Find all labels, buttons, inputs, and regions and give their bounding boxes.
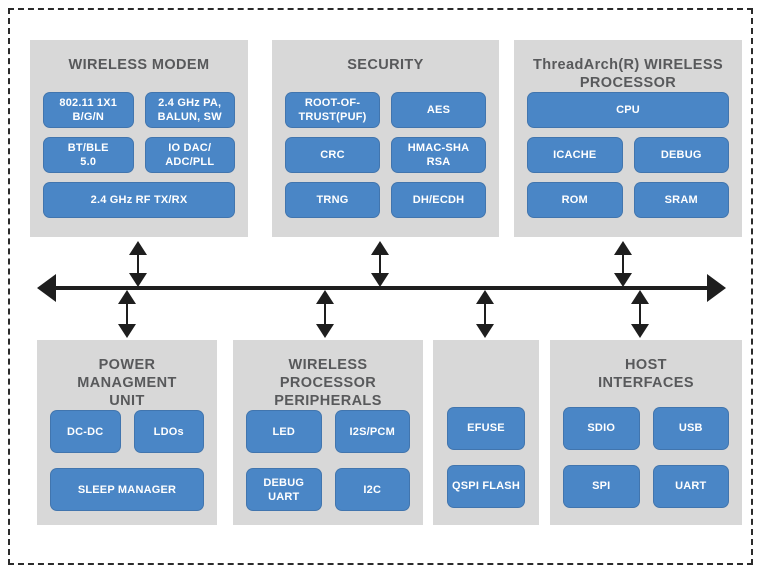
block-sdio: SDIO xyxy=(563,407,640,450)
block-hmac-sha-rsa: HMAC-SHA RSA xyxy=(391,137,486,173)
block-debug-uart: DEBUG UART xyxy=(246,468,322,512)
block-led: LED xyxy=(246,410,322,454)
block-spi: SPI xyxy=(563,465,640,508)
panel-title-security: SECURITY xyxy=(347,57,424,73)
block-crc: CRC xyxy=(285,137,380,173)
panel-title-threadarch: ThreadArch(R) WIRELESS PROCESSOR xyxy=(532,57,724,92)
wireless-peripherals-grid: LED I2S/PCM DEBUG UART I2C xyxy=(246,410,410,512)
panel-memory: EFUSE QSPI FLASH xyxy=(433,340,539,525)
block-sleep-manager: SLEEP MANAGER xyxy=(50,468,204,512)
block-ldos: LDOs xyxy=(133,410,204,454)
panel-security: SECURITY ROOT-OF- TRUST(PUF) AES CRC HMA… xyxy=(272,40,499,237)
memory-grid: EFUSE QSPI FLASH xyxy=(447,407,525,508)
security-grid: ROOT-OF- TRUST(PUF) AES CRC HMAC-SHA RSA… xyxy=(285,92,486,218)
host-interfaces-grid: SDIO USB SPI UART xyxy=(563,407,729,508)
panel-title-wireless-modem: WIRELESS MODEM xyxy=(68,57,210,73)
block-icache: ICACHE xyxy=(527,137,623,174)
block-trng: TRNG xyxy=(285,182,380,218)
block-i2s-pcm: I2S/PCM xyxy=(334,410,410,454)
wireless-modem-grid: 802.11 1X1 B/G/N 2.4 GHz PA, BALUN, SW B… xyxy=(43,92,235,218)
panel-host-interfaces: HOST INTERFACES SDIO USB SPI UART xyxy=(550,340,742,525)
block-2-4ghz-rf-tx-rx: 2.4 GHz RF TX/RX xyxy=(43,182,235,218)
block-io-dac-adc-pll: IO DAC/ ADC/PLL xyxy=(144,137,235,173)
panel-wireless-processor-peripherals: WIRELESS PROCESSOR PERIPHERALS LED I2S/P… xyxy=(233,340,423,525)
block-usb: USB xyxy=(652,407,729,450)
dashed-border xyxy=(8,8,753,565)
block-debug: DEBUG xyxy=(633,137,729,174)
block-root-of-trust-puf: ROOT-OF- TRUST(PUF) xyxy=(285,92,380,128)
block-rom: ROM xyxy=(527,182,623,219)
block-802-11-1x1: 802.11 1X1 B/G/N xyxy=(43,92,134,128)
panel-title-power-management: POWER MANAGMENT UNIT xyxy=(77,357,177,410)
block-uart: UART xyxy=(652,465,729,508)
block-qspi-flash: QSPI FLASH xyxy=(447,465,525,508)
panel-wireless-modem: WIRELESS MODEM 802.11 1X1 B/G/N 2.4 GHz … xyxy=(30,40,248,237)
block-sram: SRAM xyxy=(633,182,729,219)
panel-title-wireless-peripherals: WIRELESS PROCESSOR PERIPHERALS xyxy=(274,357,382,410)
panel-power-management-unit: POWER MANAGMENT UNIT DC-DC LDOs SLEEP MA… xyxy=(37,340,217,525)
block-cpu: CPU xyxy=(527,92,729,129)
block-efuse: EFUSE xyxy=(447,407,525,450)
panel-title-host-interfaces: HOST INTERFACES xyxy=(598,357,694,392)
block-2-4ghz-pa-balun-sw: 2.4 GHz PA, BALUN, SW xyxy=(144,92,235,128)
power-management-grid: DC-DC LDOs SLEEP MANAGER xyxy=(50,410,204,512)
panel-threadarch-wireless-processor: ThreadArch(R) WIRELESS PROCESSOR CPU ICA… xyxy=(514,40,742,237)
block-dh-ecdh: DH/ECDH xyxy=(391,182,486,218)
threadarch-grid: CPU ICACHE DEBUG ROM SRAM xyxy=(527,92,729,219)
block-i2c: I2C xyxy=(334,468,410,512)
block-dc-dc: DC-DC xyxy=(50,410,121,454)
block-bt-ble-5-0: BT/BLE 5.0 xyxy=(43,137,134,173)
block-aes: AES xyxy=(391,92,486,128)
